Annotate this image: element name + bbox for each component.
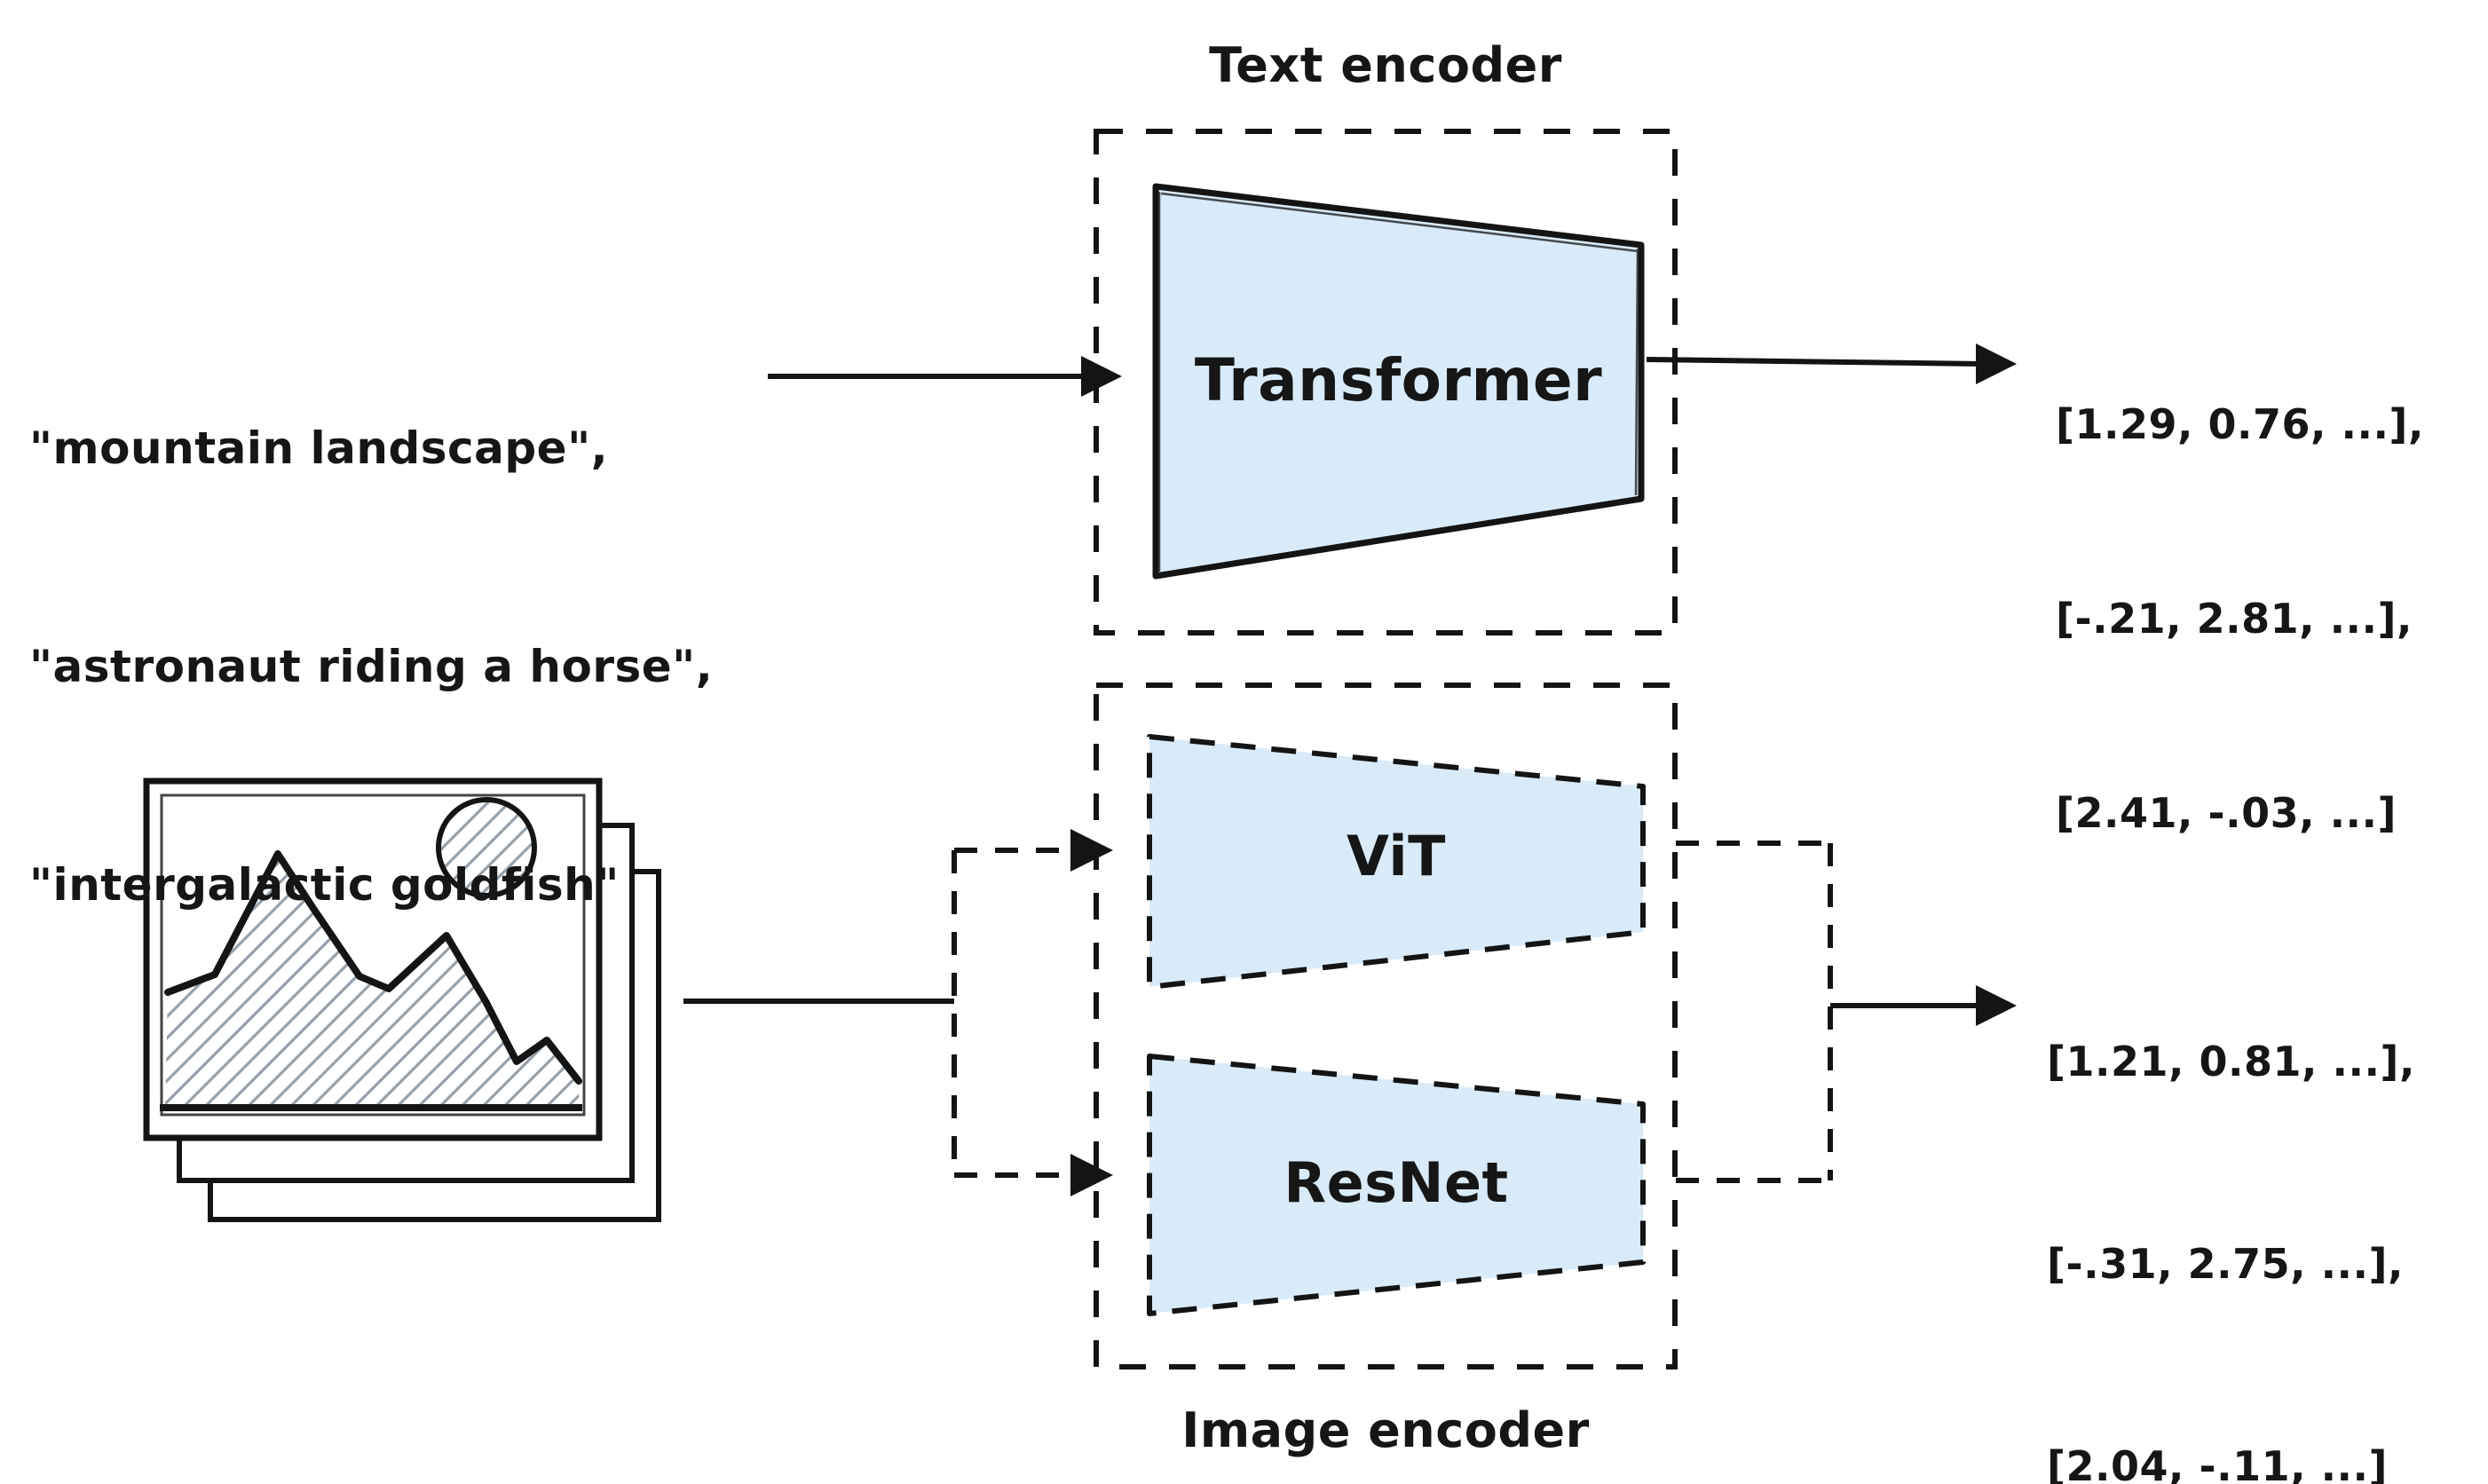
mountain-hatch <box>165 854 579 1106</box>
text-embedding-line: [2.41, -.03, ...] <box>2056 789 2397 837</box>
photo-frame-inner-border <box>160 793 586 1117</box>
text-input-line: "intergalactic goldfish" <box>29 859 620 911</box>
text-input-line: "mountain landscape", <box>29 422 609 474</box>
transformer-shape-sketch-stroke <box>1157 192 1639 572</box>
dashed-arrow-branch-to-resnet <box>954 1154 1113 1196</box>
dashed-connector-encoder-outputs <box>1676 841 1833 1183</box>
arrow-image-encoder-to-embeddings <box>1830 985 2017 1026</box>
image-embedding-line: [1.21, 0.81, ...], <box>2047 1038 2415 1085</box>
resnet-label: ResNet <box>1283 1150 1509 1215</box>
arrow-texts-to-text-encoder <box>768 356 1122 397</box>
sun-icon <box>436 797 537 898</box>
text-embedding-line: [1.29, 0.76, ...], <box>2056 400 2424 448</box>
text-encoder-title: Text encoder <box>1209 37 1562 93</box>
text-input-list: "mountain landscape", "astronaut riding … <box>29 266 713 1067</box>
image-embedding-line: [2.04, -.11, ...] <box>2047 1442 2389 1484</box>
text-embedding-list: [1.29, 0.76, ...], [-.21, 2.81, ...], [2… <box>2056 263 2424 975</box>
mountain-outline <box>164 850 582 1085</box>
image-embedding-line: [-.31, 2.75, ...], <box>2047 1240 2404 1288</box>
image-encoder-title: Image encoder <box>1181 1402 1590 1458</box>
image-encoder-box <box>1094 683 1678 1370</box>
transformer-label: Transformer <box>1194 346 1603 414</box>
transformer-shape <box>1152 183 1645 580</box>
image-embedding-list: [1.21, 0.81, ...], [-.31, 2.75, ...], [2… <box>2047 893 2415 1484</box>
vit-shape <box>1147 734 1646 990</box>
arrow-text-encoder-to-embeddings <box>1646 343 2017 384</box>
image-stack-icon <box>143 778 661 1222</box>
vit-label: ViT <box>1347 824 1446 888</box>
text-embedding-line: [-.21, 2.81, ...], <box>2056 595 2413 643</box>
resnet-shape <box>1147 1054 1646 1316</box>
dashed-arrow-branch-to-vit <box>954 829 1113 872</box>
text-input-line: "astronaut riding a horse", <box>29 641 714 692</box>
